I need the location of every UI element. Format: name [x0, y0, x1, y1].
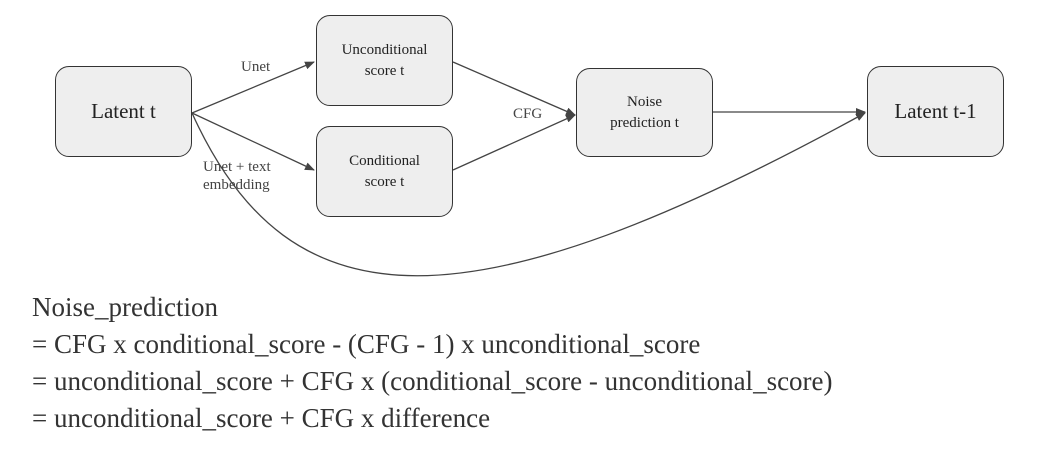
edge-label-unet-text-embedding: Unet + text embedding [203, 159, 271, 193]
formula-line-2: = CFG x conditional_score - (CFG - 1) x … [32, 329, 701, 359]
edge-latent-to-conditional [191, 112, 315, 171]
edge-label-cfg: CFG [513, 106, 543, 122]
edge-latent-to-unconditional [191, 61, 315, 114]
formula-line-3: = unconditional_score + CFG x (condition… [32, 366, 833, 396]
edge-conditional-to-noise [452, 114, 576, 171]
formula-block: Noise_prediction = CFG x conditional_sco… [32, 289, 1032, 437]
edge-label-unet: Unet [241, 59, 271, 75]
edge-latent-to-latent-t-1-curve [191, 112, 866, 277]
node-conditional-score: Conditional score t [316, 126, 453, 217]
edges-layer [191, 61, 866, 277]
node-latent-t-minus-1: Latent t-1 [867, 66, 1004, 157]
formula-line-1: Noise_prediction [32, 292, 218, 322]
node-unconditional-score: Unconditional score t [316, 15, 453, 106]
edge-unconditional-to-noise [452, 61, 576, 116]
diagram: Latent t Unconditional score t Condition… [55, 15, 1004, 277]
node-latent-t: Latent t [55, 66, 192, 157]
formula-line-4: = unconditional_score + CFG x difference [32, 403, 491, 433]
node-noise-prediction: Noise prediction t [576, 68, 713, 157]
